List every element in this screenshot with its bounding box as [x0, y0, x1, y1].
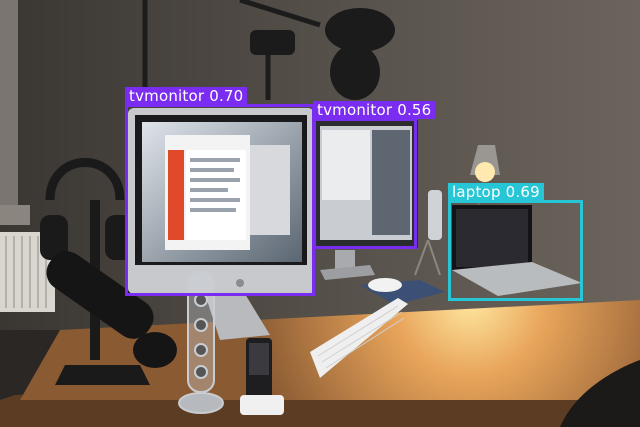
window [0, 0, 18, 210]
tripod [414, 239, 441, 276]
detection-box-tvmonitor-2 [313, 118, 417, 249]
desk-mic [46, 251, 177, 368]
second-monitor [314, 120, 418, 280]
detection-label-tvmonitor-1: tvmonitor 0.70 [125, 87, 248, 105]
laptop-shape [452, 205, 582, 296]
microphone [250, 8, 395, 100]
imac [128, 108, 314, 340]
detection-label-tvmonitor-2: tvmonitor 0.56 [313, 101, 436, 119]
detection-box-laptop [448, 200, 583, 301]
detection-box-tvmonitor-1 [125, 104, 315, 296]
glass-speaker [178, 271, 224, 414]
mouse [368, 278, 402, 292]
speaker [428, 190, 442, 240]
chair [560, 360, 640, 427]
detection-label-laptop: laptop 0.69 [448, 183, 544, 201]
ipod-dock [240, 338, 284, 415]
mic-stand [142, 0, 321, 100]
keyboard [310, 298, 408, 378]
